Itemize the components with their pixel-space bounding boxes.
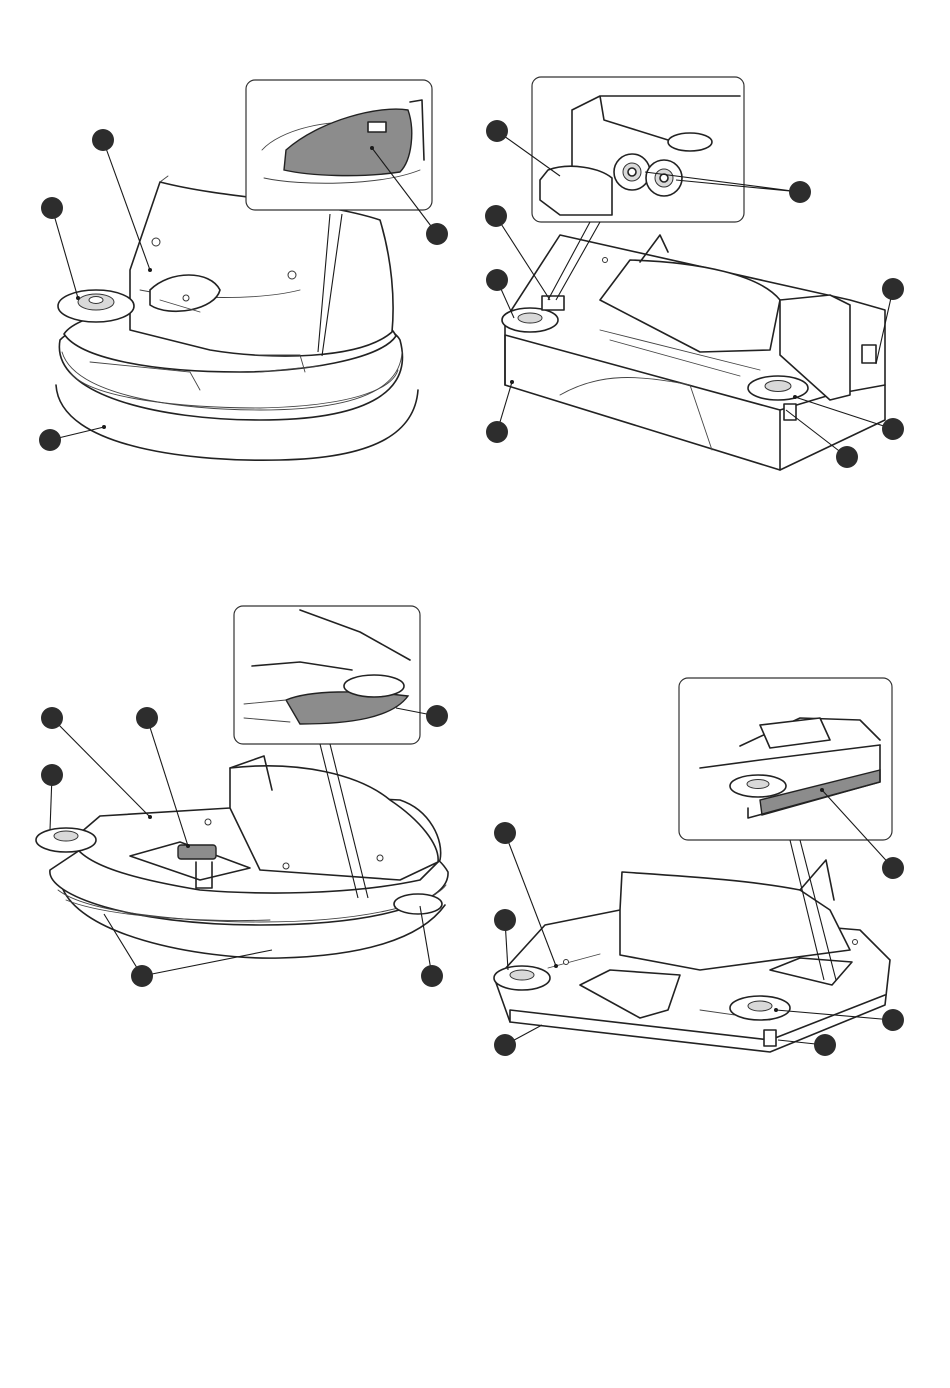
caster-wheel	[58, 290, 134, 322]
callout-bubble	[836, 446, 858, 468]
callout-bubble	[494, 822, 516, 844]
callout-bubble	[92, 129, 114, 151]
figure-top-left	[39, 80, 448, 460]
callout-bubble	[789, 181, 811, 203]
callout-bubble	[882, 857, 904, 879]
figure-bottom-left	[36, 606, 448, 987]
callout-bubble	[41, 197, 63, 219]
callout-bubble	[486, 269, 508, 291]
callout-bubble	[421, 965, 443, 987]
callout-bubble	[39, 429, 61, 451]
callout-bubble	[131, 965, 153, 987]
callout-bubble	[486, 421, 508, 443]
detail-inset-bottom-right	[679, 678, 892, 840]
callout-bubble	[882, 1009, 904, 1031]
callout-bubble	[494, 1034, 516, 1056]
callout-bubble	[882, 418, 904, 440]
upper-housing	[230, 766, 438, 880]
callout-bubble	[426, 705, 448, 727]
callout-bubble	[426, 223, 448, 245]
callout-bubble	[41, 764, 63, 786]
grip	[178, 845, 216, 859]
figure-top-right	[485, 77, 904, 470]
callout-bubble	[494, 909, 516, 931]
callout-bubble	[882, 278, 904, 300]
callout-bubble	[814, 1034, 836, 1056]
callout-bubble	[41, 707, 63, 729]
callout-bubble	[136, 707, 158, 729]
figure-bottom-right	[494, 678, 904, 1056]
callout-bubble	[485, 205, 507, 227]
callout-bubble	[486, 120, 508, 142]
